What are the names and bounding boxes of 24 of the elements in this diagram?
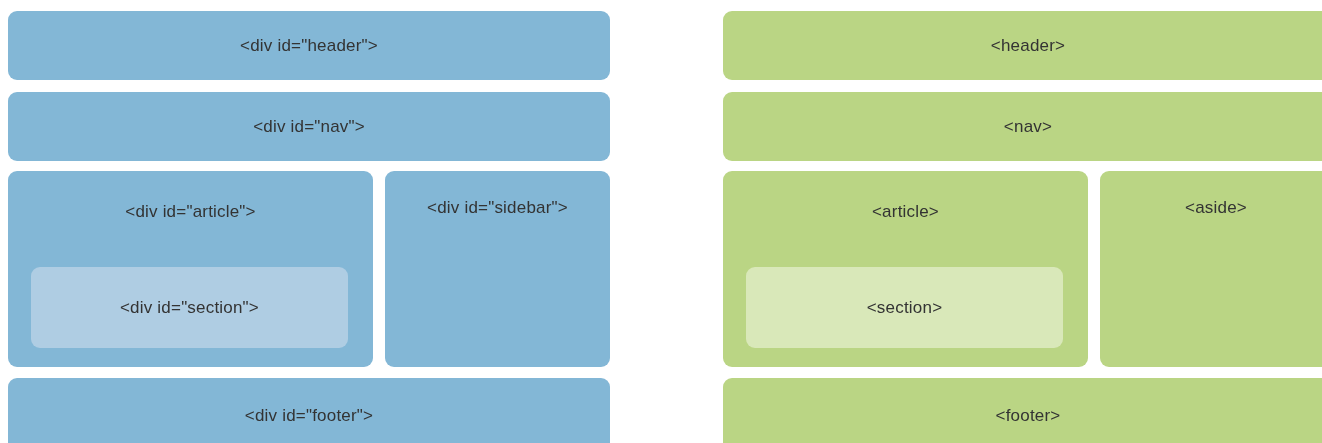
layout-element-box [8, 378, 610, 443]
element-tag-label: <footer> [995, 405, 1061, 426]
element-tag-label: <div id="header"> [240, 35, 378, 56]
element-tag-label: <header> [990, 35, 1066, 56]
element-tag-label: <div id="nav"> [253, 116, 365, 137]
element-tag-label: <div id="footer"> [244, 405, 374, 426]
element-tag-label: <aside> [1185, 198, 1247, 218]
nested-element-box [746, 267, 1063, 348]
layout-element-box [723, 11, 1322, 80]
layout-element-box [1100, 171, 1322, 367]
element-tag-label: <div id="sidebar"> [427, 198, 568, 218]
element-tag-label: <section> [866, 297, 943, 318]
layout-element-box [8, 92, 610, 161]
layout-element-box [723, 378, 1322, 443]
element-tag-label: <div id="section"> [120, 297, 259, 318]
element-tag-label: <nav> [1003, 116, 1053, 137]
layout-element-box [723, 92, 1322, 161]
element-tag-label: <div id="article"> [125, 202, 256, 222]
element-tag-label: <article> [872, 202, 939, 222]
layout-element-box [723, 171, 1088, 367]
nested-element-box [31, 267, 348, 348]
layout-element-box [8, 171, 373, 367]
layout-element-box [8, 11, 610, 80]
layout-element-box [385, 171, 610, 367]
